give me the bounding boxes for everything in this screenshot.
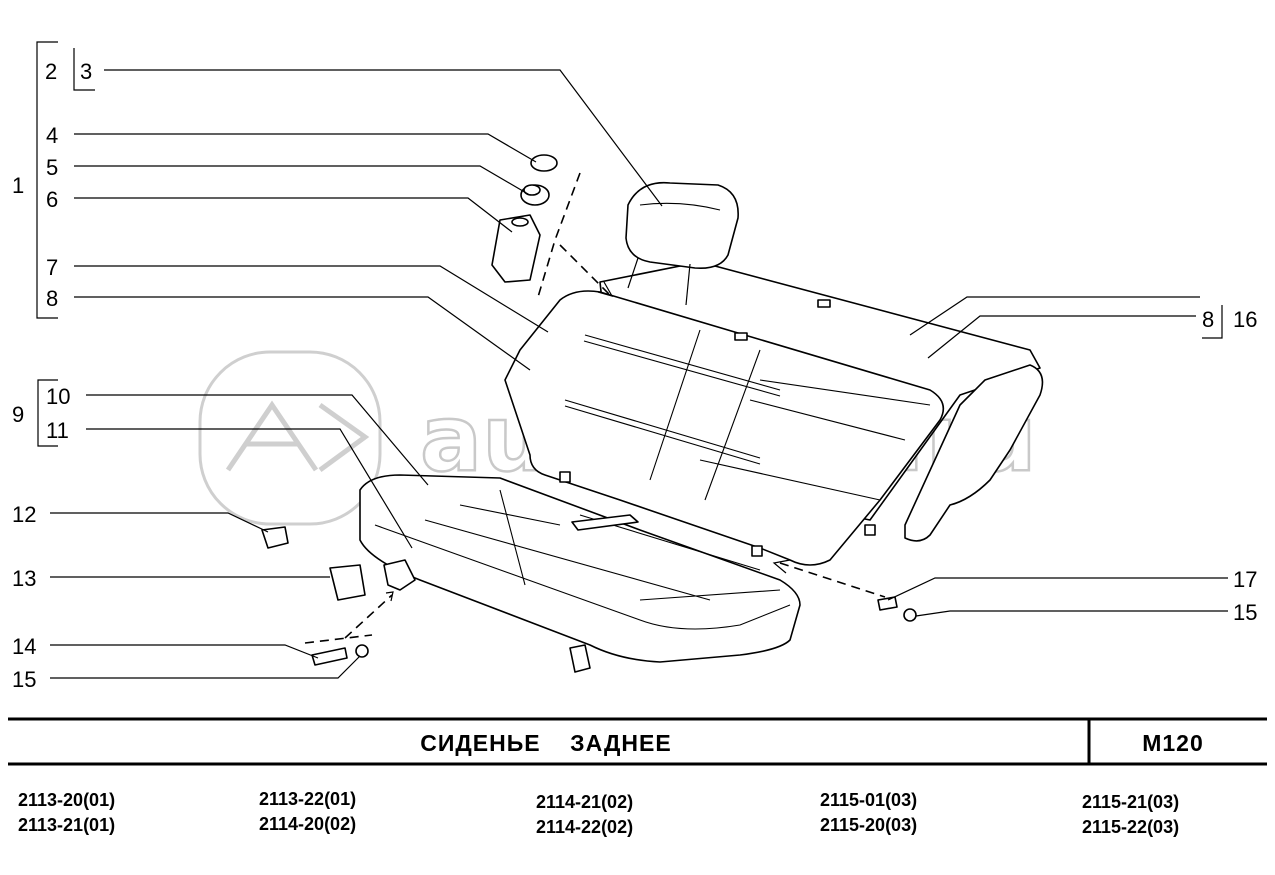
- model-code: 2114-21(02): [536, 792, 633, 812]
- callout-13: 13: [12, 566, 36, 591]
- callout-6: 6: [46, 187, 58, 212]
- assembly-lines: [304, 172, 886, 644]
- model-code: 2115-22(03): [1082, 817, 1179, 837]
- callout-17: 17: [1233, 567, 1257, 592]
- callout-5: 5: [46, 155, 58, 180]
- model-code: 2114-22(02): [536, 817, 633, 837]
- model-code: 2113-20(01): [18, 790, 115, 810]
- model-code: 2113-21(01): [18, 815, 115, 835]
- callout-16: 16: [1233, 307, 1257, 332]
- callout-4: 4: [46, 123, 58, 148]
- model-code: 2114-20(02): [259, 814, 356, 834]
- model-code: 2115-20(03): [820, 815, 917, 835]
- title-block: СИДЕНЬЕ ЗАДНЕЕ M120: [8, 717, 1267, 766]
- callout-7: 7: [46, 255, 58, 280]
- callout-15-right: 15: [1233, 600, 1257, 625]
- seat-cushion: [359, 474, 801, 673]
- callout-2: 2: [45, 59, 57, 84]
- headrest: [625, 181, 739, 306]
- callout-10: 10: [46, 384, 70, 409]
- callout-11: 11: [46, 418, 69, 443]
- callout-1: 1: [12, 173, 24, 198]
- model-code: 2115-21(03): [1082, 792, 1179, 812]
- callout-8: 8: [46, 286, 58, 311]
- callout-9: 9: [12, 402, 24, 427]
- model-code: 2113-22(01): [259, 789, 356, 809]
- callouts: 1 2 3 4 5 6 7 8 9 10 11 12 13 14 15 8: [12, 41, 1257, 692]
- callout-15-left: 15: [12, 667, 36, 692]
- small-parts: [261, 154, 917, 666]
- callout-12: 12: [12, 502, 36, 527]
- callout-14: 14: [12, 634, 36, 659]
- drawing-code: M120: [1142, 730, 1204, 756]
- seat-back: [504, 261, 1044, 566]
- drawing-title: СИДЕНЬЕ ЗАДНЕЕ: [420, 730, 671, 756]
- model-list: 2113-20(01) 2113-21(01) 2113-22(01) 2114…: [18, 789, 1179, 837]
- model-code: 2115-01(03): [820, 790, 917, 810]
- callout-8-right: 8: [1202, 307, 1214, 332]
- callout-3: 3: [80, 59, 92, 84]
